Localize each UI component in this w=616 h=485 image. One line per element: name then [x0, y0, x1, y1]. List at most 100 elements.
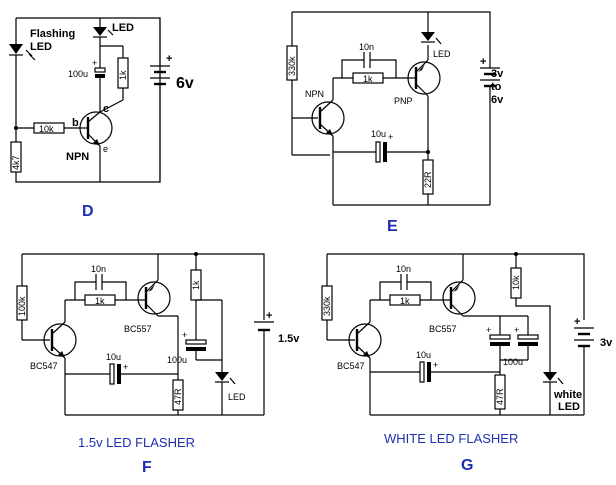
d-wire-7 [99, 99, 124, 113]
f-c-top-label: 10n [91, 264, 106, 274]
e-c-top-wire-r [370, 59, 397, 78]
d-r-bottom [10, 141, 22, 173]
e-c-top-label: 10n [359, 42, 374, 52]
g-cap-plus: + [433, 360, 438, 370]
f-top-wire [22, 253, 265, 320]
g-led-label-2: LED [558, 401, 580, 413]
d-flashing-label-1: Flashing [30, 28, 75, 40]
g-cap2b-plus: + [514, 325, 519, 335]
g-caption: G [461, 457, 473, 474]
g-title: WHITE LED FLASHER [384, 431, 518, 446]
e-battery-plus: + [480, 56, 486, 68]
f-cap2-plus: + [182, 330, 187, 340]
g-r-right-label: 10k [511, 275, 521, 290]
g-cap2a-plate-2 [490, 342, 510, 346]
g-cap-plate-1 [419, 361, 425, 383]
f-cap-label: 10u [106, 352, 121, 362]
circuit-g: 330k BC547 10n 1k BC557 [321, 252, 613, 474]
g-cap-label: 10u [416, 350, 431, 360]
f-r-bottom-label: 47R [173, 388, 183, 405]
d-cap-plus: + [92, 58, 97, 68]
d-battery-plus: + [166, 53, 172, 65]
g-led-label-1: white [553, 389, 582, 401]
f-cap-plate-1 [109, 363, 115, 385]
e-r-bottom-label: 22R [423, 171, 433, 188]
d-cap-plate-2 [95, 74, 105, 78]
e-npn-label: NPN [305, 89, 324, 99]
d-battery-symbol [150, 18, 170, 182]
d-led-symbol [93, 18, 114, 38]
g-cap-plate-2 [427, 362, 431, 382]
f-led-label: LED [228, 392, 246, 402]
d-battery-label: 6v [176, 75, 194, 92]
g-battery-plus: + [574, 316, 580, 328]
d-cap-plate-1 [94, 67, 106, 73]
d-r-bottom-label: 4k7 [11, 155, 21, 170]
d-junction [14, 126, 18, 130]
g-pnp-label: BC557 [429, 324, 457, 334]
d-pin-e: e [103, 144, 108, 154]
e-npn-transistor [311, 99, 345, 137]
g-battery-label: 3v [600, 337, 613, 349]
f-junction [194, 252, 198, 256]
f-cap2-plate-2 [186, 347, 206, 351]
f-battery-symbol [254, 321, 274, 415]
e-caption: E [387, 218, 398, 235]
e-c-top-wire-l [341, 59, 364, 78]
d-pin-b: b [72, 117, 79, 129]
circuit-d: Flashing LED LED + 100u 1k [9, 17, 194, 220]
g-cap2a-plus: + [486, 325, 491, 335]
d-r-base-label: 10k [39, 124, 54, 134]
g-c-top-r [407, 281, 432, 300]
f-pnp-transistor [137, 279, 171, 317]
f-cap-plate-2 [117, 364, 121, 384]
f-npn-label: BC547 [30, 361, 58, 371]
g-led-symbol [543, 372, 564, 415]
f-title: 1.5v LED FLASHER [78, 435, 195, 450]
g-r-top-label: 1k [400, 296, 410, 306]
g-cap2-label: 100u [503, 357, 523, 367]
g-r-base-label: 330k [322, 296, 332, 316]
circuit-f: 100k BC547 10n 1k B [16, 252, 300, 476]
g-npn-label: BC547 [337, 361, 365, 371]
g-cap2a-plate-1 [489, 334, 511, 340]
e-battery-label-3: 6v [491, 94, 504, 106]
f-battery-plus: + [266, 310, 272, 322]
e-battery-label-2: to [491, 81, 502, 93]
f-caption: F [142, 459, 152, 476]
e-pnp-label: PNP [394, 96, 413, 106]
e-battery-label-1: 3v [491, 68, 504, 80]
d-cap-label: 100u [68, 69, 88, 79]
g-pnp-transistor [442, 279, 476, 317]
g-r-bottom-label: 47R [495, 388, 505, 405]
e-led-label: LED [433, 49, 451, 59]
f-pnp-label: BC557 [124, 324, 152, 334]
f-r-right-label: 1k [191, 280, 201, 290]
g-r-top [389, 294, 421, 306]
d-flashing-led-symbol [9, 44, 36, 62]
circuit-e: 330k NPN 10n 1k [286, 11, 504, 235]
f-r-top-label: 1k [95, 296, 105, 306]
f-cap2-plate-1 [185, 339, 207, 345]
g-led-wire [515, 298, 551, 372]
e-r-top [352, 72, 384, 84]
e-led-symbol [421, 12, 442, 45]
g-junction [514, 252, 518, 256]
g-cap2b-plate-1 [517, 334, 539, 340]
f-led-symbol [215, 372, 236, 415]
g-battery-symbol [574, 327, 594, 415]
e-r-base-label: 330k [287, 56, 297, 76]
f-cap2-label: 100u [167, 355, 187, 365]
e-cap-label: 10u [371, 129, 386, 139]
f-r-base-label: 100k [17, 296, 27, 316]
d-caption: D [82, 203, 94, 220]
g-npn-transistor [348, 321, 382, 359]
d-npn-transistor [79, 111, 113, 147]
e-cap-plate-2 [383, 142, 387, 162]
g-cap2b-plate-2 [518, 342, 538, 346]
f-c-top-r [102, 281, 127, 300]
e-cap-plate-1 [375, 141, 381, 163]
f-battery-label: 1.5v [278, 333, 300, 345]
d-flashing-label-2: LED [30, 41, 52, 53]
